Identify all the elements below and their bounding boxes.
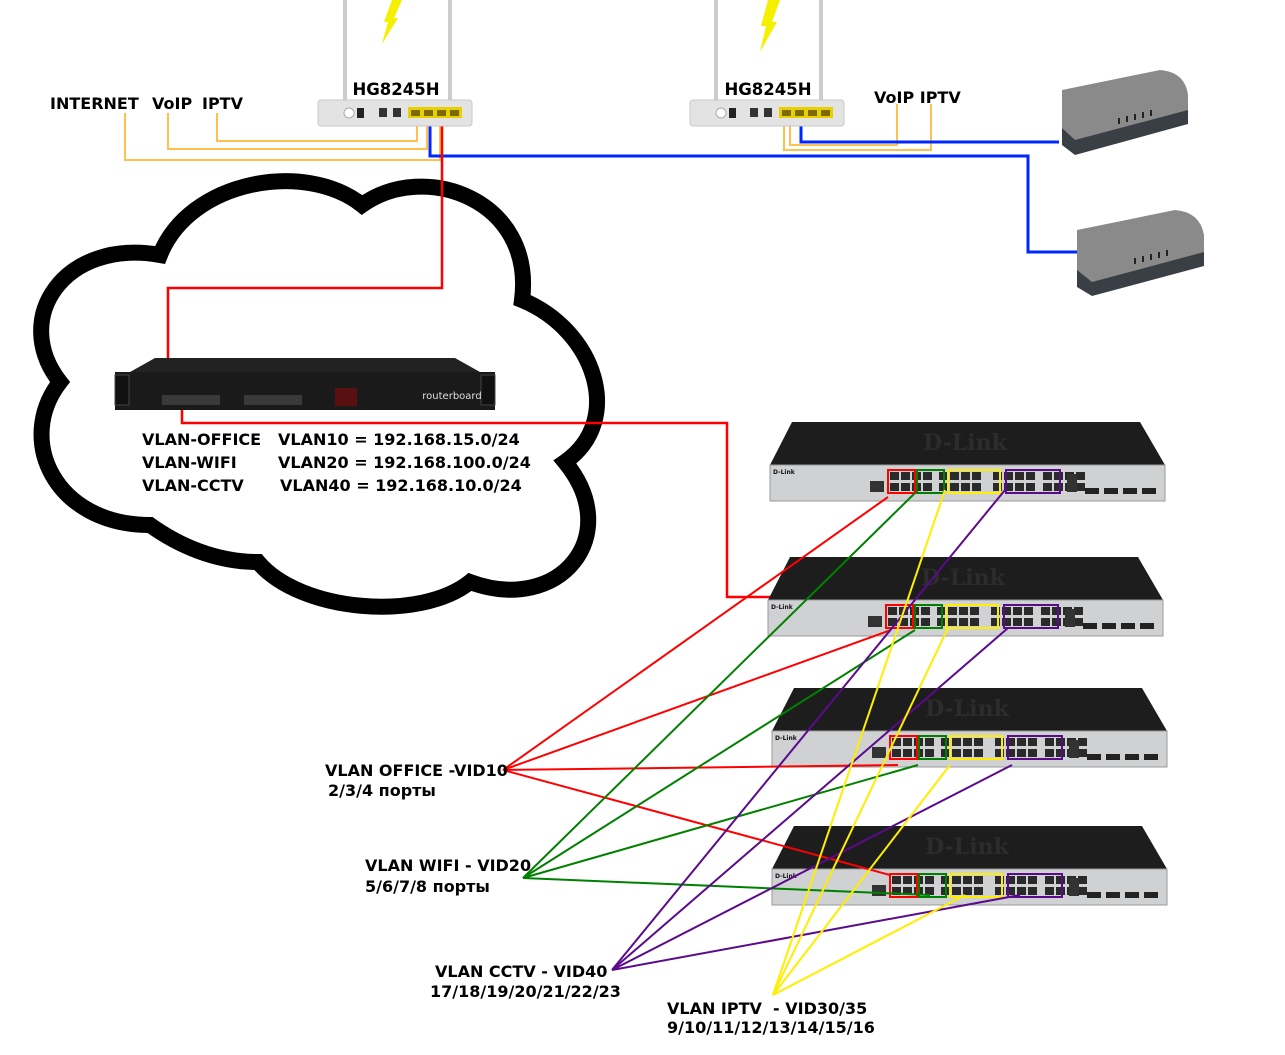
vlan-group-ports: 5/6/7/8 порты [365, 877, 490, 896]
vlan-wifi-link-switch-2 [522, 629, 916, 879]
isp-service-lines [124, 104, 932, 161]
vlan-cctv-link-switch-2 [611, 627, 1009, 971]
ont-router-right: HG8245H [689, 0, 845, 127]
vlan-group-ports: 2/3/4 порты [328, 781, 436, 800]
vlan-cctv-link-switch-1 [611, 489, 1006, 971]
label-voip: VoIP [152, 94, 192, 113]
switch-brand: D-Link [775, 735, 798, 742]
switch-brand: D-Link [773, 469, 796, 476]
vlan-group-ports: 17/18/19/20/21/22/23 [430, 982, 621, 1001]
vlan-group-title: VLAN IPTV - VID30/35 [667, 999, 867, 1018]
switch-stack: D-LinkD-LinkD-LinkD-LinkD-LinkD-LinkD-Li… [767, 422, 1168, 906]
vlan-name: VLAN-OFFICE [142, 430, 261, 449]
vlan-group-title: VLAN CCTV - VID40 [435, 962, 607, 981]
vlan-iptv-link-switch-1 [772, 489, 946, 996]
switch-brand: D-Link [775, 873, 798, 880]
vlan-name: VLAN-WIFI [142, 453, 237, 472]
vlan-name: VLAN-CCTV [142, 476, 244, 495]
vlan-group-office: VLAN OFFICE -VID10 2/3/4 порты [325, 761, 508, 800]
vlan-subnet: VLAN40 = 192.168.10.0/24 [280, 476, 522, 495]
switch-top-logo: D-Link [925, 834, 1009, 860]
vlan-cctv-link-switch-4 [611, 894, 1021, 971]
vlan-office-link-switch-3 [502, 764, 899, 771]
vlan-wifi-link-switch-3 [522, 764, 919, 879]
vlan-group-cctv: VLAN CCTV - VID40 17/18/19/20/21/22/23 [430, 962, 621, 1001]
lightning-icon [382, 0, 402, 44]
vlan-iptv-link-switch-3 [772, 764, 951, 996]
voip-gateway-icon [1062, 70, 1188, 155]
lightning-icon [760, 0, 780, 52]
switch-top-logo: D-Link [921, 565, 1005, 591]
switch-brand: D-Link [771, 604, 794, 611]
label-voip-iptv: VoIP IPTV [874, 88, 961, 107]
vlan-office-link-switch-4 [502, 769, 891, 876]
ont-router-left: HG8245H [317, 0, 473, 127]
vlan-subnet: VLAN10 = 192.168.15.0/24 [278, 430, 520, 449]
router-vlan-list: VLAN-OFFICE VLAN10 = 192.168.15.0/24 VLA… [142, 430, 531, 495]
vlan-iptv-link-switch-4 [772, 894, 966, 996]
mikrotik-router-icon: routerboard [114, 358, 496, 410]
switch-top-logo: D-Link [923, 430, 1007, 456]
vlan-iptv-link-switch-2 [772, 627, 949, 996]
vlan-group-title: VLAN OFFICE -VID10 [325, 761, 508, 780]
switch-top-logo: D-Link [925, 696, 1009, 722]
ont-left-model: HG8245H [352, 80, 439, 99]
vlan-group-wifi: VLAN WIFI - VID20 5/6/7/8 порты [365, 856, 531, 896]
label-internet: INTERNET [50, 94, 139, 113]
vlan-group-title: VLAN WIFI - VID20 [365, 856, 531, 875]
vlan-wifi-link-switch-4 [522, 877, 931, 896]
vlan-lines [502, 489, 1021, 996]
vlan-group-iptv: VLAN IPTV - VID30/35 9/10/11/12/13/14/15… [667, 999, 875, 1037]
router-brand: routerboard [422, 391, 481, 402]
label-iptv: IPTV [202, 94, 244, 113]
vlan-wifi-link-switch-1 [522, 492, 916, 879]
vlan-office-link-switch-2 [502, 629, 892, 771]
vlan-cctv-link-switch-3 [611, 764, 1013, 971]
vlan-subnet: VLAN20 = 192.168.100.0/24 [278, 453, 531, 472]
ont-right-model: HG8245H [724, 80, 811, 99]
vlan-group-ports: 9/10/11/12/13/14/15/16 [667, 1018, 875, 1037]
vlan-office-link-switch-1 [502, 496, 889, 771]
voip-gateway-icon [1077, 210, 1204, 296]
voip-links [428, 116, 1077, 254]
